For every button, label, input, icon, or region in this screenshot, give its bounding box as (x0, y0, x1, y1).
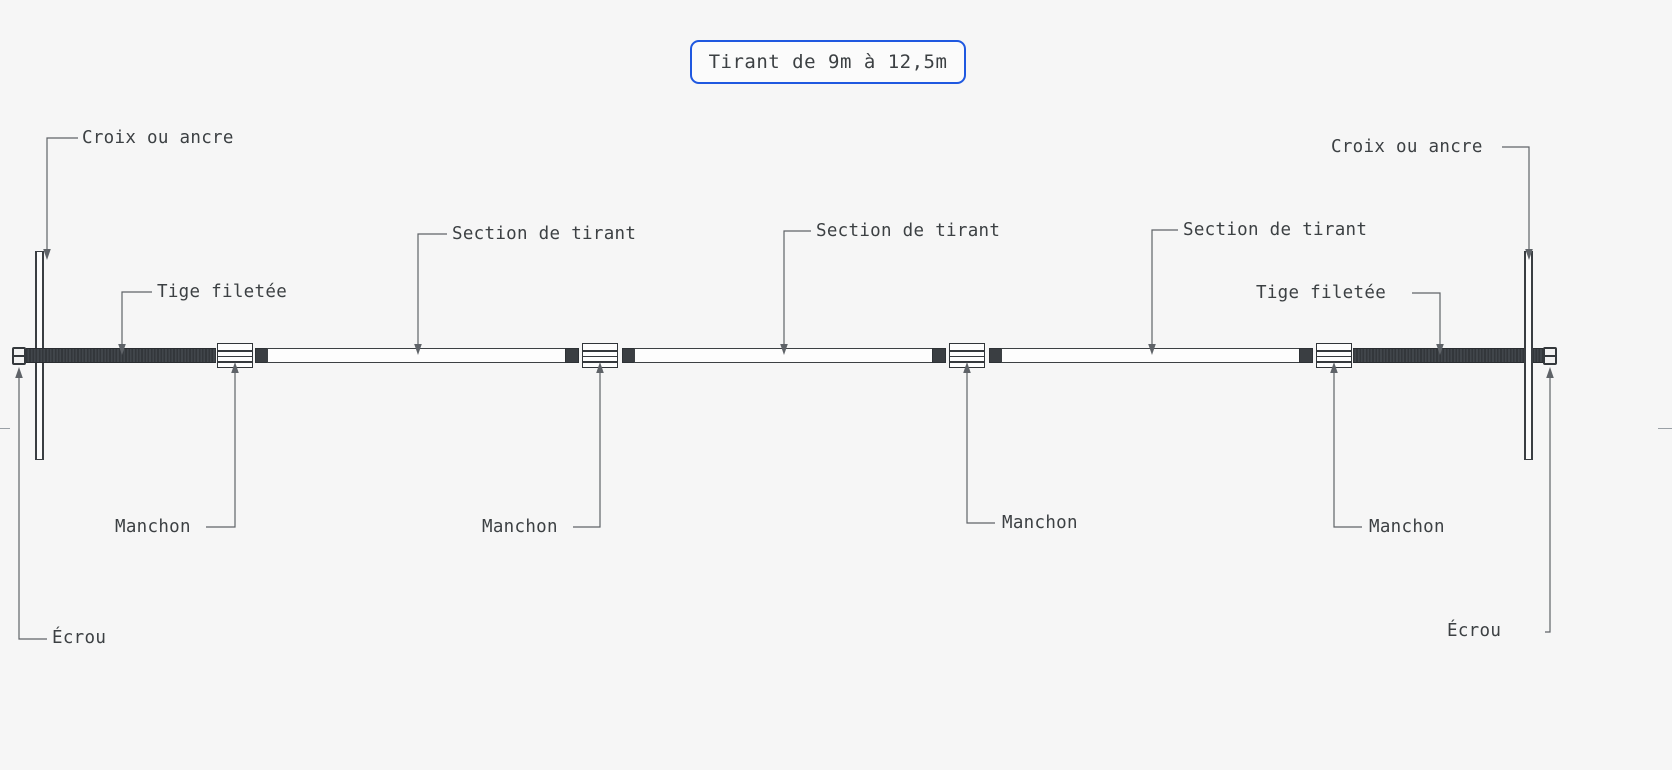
label-coupler-4: Manchon (1369, 517, 1445, 537)
label-anchor-right: Croix ou ancre (1331, 137, 1483, 157)
label-anchor-left: Croix ou ancre (82, 128, 234, 148)
anchor-plate-right (1524, 251, 1533, 460)
label-nut-right: Écrou (1447, 621, 1502, 641)
label-threaded-rod-left: Tige filetée (157, 282, 288, 302)
coupler-3 (949, 343, 985, 368)
tie-section-2 (634, 348, 940, 363)
page-title: Tirant de 9m à 12,5m (708, 51, 948, 73)
label-threaded-rod-right: Tige filetée (1256, 283, 1387, 303)
label-section-3: Section de tirant (1183, 220, 1368, 240)
tie-section-3 (1001, 348, 1305, 363)
tie-section-1-cap-right (565, 348, 579, 363)
tie-section-3-cap-right (1299, 348, 1313, 363)
coupler-1 (217, 343, 253, 368)
threaded-rod-left (26, 348, 216, 363)
edge-tick-left (0, 428, 10, 430)
threaded-rod-right (1353, 348, 1546, 363)
tie-section-2-cap-right (932, 348, 946, 363)
coupler-2 (582, 343, 618, 368)
nut-right (1543, 347, 1557, 365)
label-coupler-1: Manchon (115, 517, 191, 537)
nut-left (12, 347, 26, 365)
label-nut-left: Écrou (52, 628, 107, 648)
coupler-4 (1316, 343, 1352, 368)
label-section-1: Section de tirant (452, 224, 637, 244)
edge-tick-right (1658, 428, 1672, 430)
title-box: Tirant de 9m à 12,5m (690, 40, 966, 84)
tie-section-1 (267, 348, 571, 363)
label-coupler-3: Manchon (1002, 513, 1078, 533)
label-coupler-2: Manchon (482, 517, 558, 537)
label-section-2: Section de tirant (816, 221, 1001, 241)
